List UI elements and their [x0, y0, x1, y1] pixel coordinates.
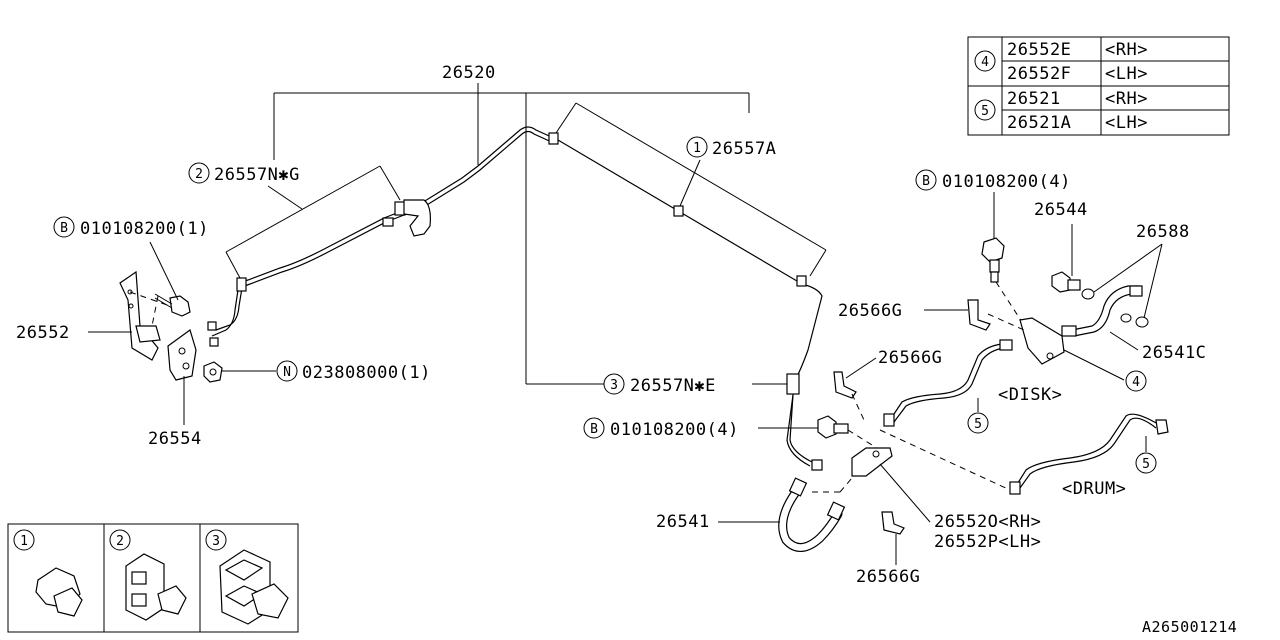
ref-part: 26521A [1007, 113, 1071, 133]
callout-26557NE: 3 26557N✱E [603, 373, 787, 396]
callout-nut: N 023808000(1) [222, 360, 431, 383]
legend-clip-1: 1 [13, 529, 83, 617]
bolt-icon [981, 237, 1005, 283]
callout-26566G-mid: 26566G [845, 348, 942, 379]
clip-legend: 1 2 3 [7, 523, 299, 633]
svg-text:4: 4 [981, 55, 989, 70]
part-26566G-bottom-label: 26566G [856, 567, 920, 587]
svg-text:26566G: 26566G [878, 348, 942, 368]
svg-text:2: 2 [195, 167, 203, 182]
svg-text:26566G: 26566G [838, 301, 902, 321]
part-26541C-label: 26541C [1142, 343, 1206, 363]
callout-marker-4: 4 [1063, 349, 1147, 392]
svg-text:26557A: 26557A [712, 139, 776, 159]
part-26541-label: 26541 [656, 512, 710, 532]
svg-text:5: 5 [981, 104, 989, 119]
brake-hose-26541C [1061, 285, 1149, 337]
bracket-26552E [1019, 317, 1065, 365]
brake-pipe-26520 [211, 126, 823, 469]
svg-text:023808000(1): 023808000(1) [302, 363, 431, 383]
bracket-26552O [851, 447, 893, 477]
svg-text:4: 4 [1132, 375, 1140, 390]
ref-marker-5: 5 [974, 99, 996, 121]
svg-text:B: B [590, 422, 598, 437]
drum-label: <DRUM> [1062, 479, 1126, 499]
svg-text:B: B [922, 174, 930, 189]
clip-icon [833, 371, 857, 399]
bolt-icon [1051, 271, 1081, 293]
svg-text:2: 2 [116, 534, 124, 549]
svg-text:5: 5 [1142, 457, 1150, 472]
ref-part: 26552F [1007, 64, 1071, 84]
brake-pipe-26521-disk [883, 339, 1013, 427]
svg-text:010108200(4): 010108200(4) [610, 420, 739, 440]
part-26552-label: 26552 [16, 323, 70, 343]
callout-26557NG: 2 26557N✱G [188, 162, 300, 185]
bracket-26552 [119, 270, 197, 381]
svg-text:1: 1 [693, 141, 701, 156]
callout-26566G-top: 26566G [838, 301, 968, 321]
part-26552P-label: 26552P<LH> [934, 532, 1041, 552]
ref-marker-4: 4 [974, 50, 996, 72]
nut-icon [203, 361, 223, 383]
callout-bolt-right-mid: B 010108200(4) [583, 417, 818, 440]
bolt-icon [154, 293, 191, 317]
svg-text:N: N [283, 365, 291, 380]
part-26544-label: 26544 [1034, 200, 1088, 220]
reference-table: 4 5 26552E <RH> 26552F <LH> 26521 <RH> 2… [967, 36, 1230, 136]
callout-bolt-left: B 010108200(1) [53, 216, 209, 301]
brake-pipe-26521-drum [1009, 413, 1169, 495]
callout-26557A: 1 26557A [686, 136, 776, 159]
svg-text:B: B [60, 221, 68, 236]
legend-clip-2: 2 [109, 529, 187, 621]
part-26552O-label: 26552O<RH> [934, 512, 1041, 532]
ref-side: <LH> [1105, 64, 1148, 84]
clip-band-26557A [555, 102, 827, 277]
svg-text:26557N✱G: 26557N✱G [214, 165, 300, 185]
part-26520-label: 26520 [442, 63, 496, 83]
svg-text:26557N✱E: 26557N✱E [630, 376, 716, 396]
bolt-icon [817, 415, 849, 439]
ref-part: 26552E [1007, 40, 1071, 60]
callout-bolt-right-top: B 010108200(4) [915, 169, 1071, 240]
ref-part: 26521 [1007, 89, 1061, 109]
clip-icon [881, 511, 905, 535]
leader-26520 [273, 83, 750, 385]
part-26588-label: 26588 [1136, 222, 1190, 242]
callout-marker-5-disk: 5 [967, 398, 989, 434]
drawing-code: A265001214 [1142, 618, 1237, 636]
legend-clip-3: 3 [205, 529, 289, 625]
svg-text:5: 5 [974, 417, 982, 432]
ref-side: <LH> [1105, 113, 1148, 133]
svg-text:1: 1 [20, 534, 28, 549]
svg-text:010108200(4): 010108200(4) [942, 172, 1071, 192]
svg-text:010108200(1): 010108200(1) [80, 219, 209, 239]
clamp [207, 132, 807, 395]
callout-marker-5-drum: 5 [1135, 436, 1157, 474]
svg-text:3: 3 [610, 378, 618, 393]
ref-side: <RH> [1105, 40, 1148, 60]
clip-icon [967, 299, 991, 331]
brake-hose-26541 [778, 459, 846, 552]
clip-band-26557NG [225, 165, 401, 279]
part-26554-label: 26554 [148, 429, 202, 449]
svg-text:3: 3 [212, 534, 220, 549]
disk-label: <DISK> [998, 385, 1062, 405]
ref-side: <RH> [1105, 89, 1148, 109]
